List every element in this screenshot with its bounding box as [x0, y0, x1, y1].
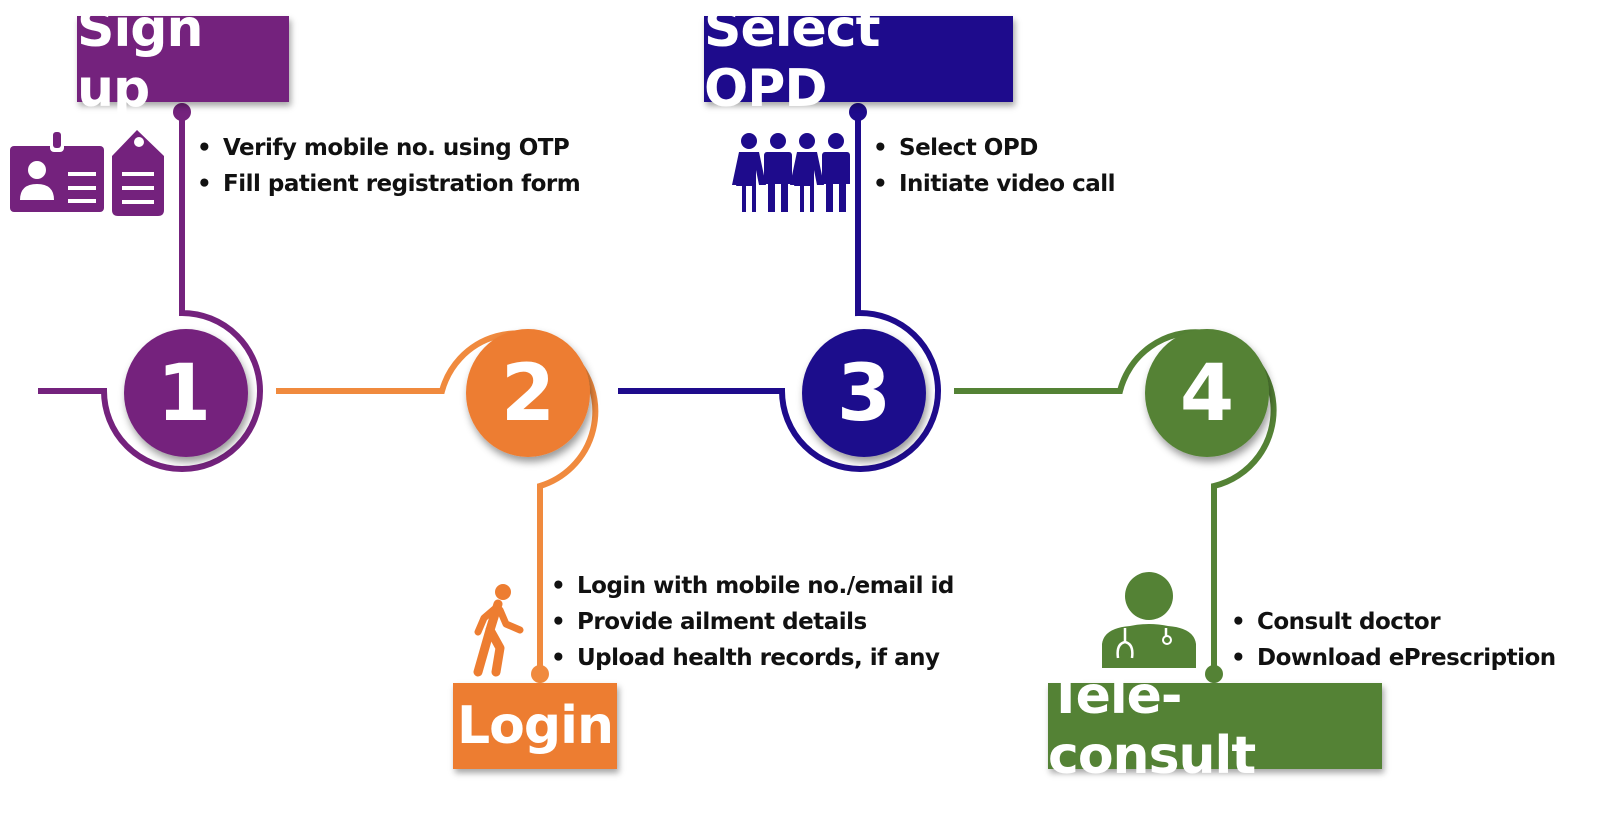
list-item: Select OPD — [869, 130, 1115, 166]
step-4-connector-dot — [1205, 665, 1223, 683]
list-item: Provide ailment details — [547, 604, 954, 640]
step-4-number: 4 — [1180, 349, 1234, 439]
step-3-connector — [618, 113, 941, 472]
step-2-connector-dot — [531, 665, 549, 683]
step-4-number-badge: 4 — [1145, 329, 1269, 457]
group-of-people-icon — [732, 133, 850, 212]
step-3-connector-dot — [849, 103, 867, 121]
step-4-bullet-list: Consult doctor Download ePrescription — [1227, 604, 1556, 676]
step-2-title: Login — [457, 696, 614, 756]
step-3-number-badge: 3 — [802, 329, 926, 457]
step-1-title: Sign up — [77, 0, 204, 119]
list-item: Consult doctor — [1227, 604, 1556, 640]
step-2-number: 2 — [501, 349, 555, 439]
list-item: Fill patient registration form — [193, 166, 581, 202]
step-3-bullet-list: Select OPD Initiate video call — [869, 130, 1116, 202]
step-1-number: 1 — [157, 349, 211, 439]
step-1-connector-dot — [173, 103, 191, 121]
step-3-number: 3 — [837, 349, 891, 439]
step-4-title: Tele-consult — [1048, 666, 1256, 786]
doctor-stethoscope-icon — [1102, 572, 1196, 668]
step-1-bullet-list: Verify mobile no. using OTP Fill patient… — [193, 130, 581, 202]
step-3-title: Select OPD — [704, 0, 881, 119]
step-2-title-box: Login — [453, 683, 617, 769]
list-item: Upload health records, if any — [547, 640, 954, 676]
walking-person-icon — [473, 584, 524, 677]
step-4-title-box: Tele-consult — [1048, 666, 1382, 786]
id-card-and-tag-icon — [10, 130, 164, 216]
step-2-number-badge: 2 — [466, 329, 590, 457]
list-item: Initiate video call — [869, 166, 1116, 202]
step-3-title-box: Select OPD — [704, 0, 1013, 119]
step-2-bullet-list: Login with mobile no./email id Provide a… — [547, 568, 954, 676]
list-item: Verify mobile no. using OTP — [193, 130, 580, 166]
step-1-connector — [38, 113, 263, 472]
list-item: Download ePrescription — [1227, 640, 1556, 676]
step-1-number-badge: 1 — [124, 329, 248, 457]
list-item: Login with mobile no./email id — [547, 568, 954, 604]
step-1-title-box: Sign up — [77, 0, 289, 119]
